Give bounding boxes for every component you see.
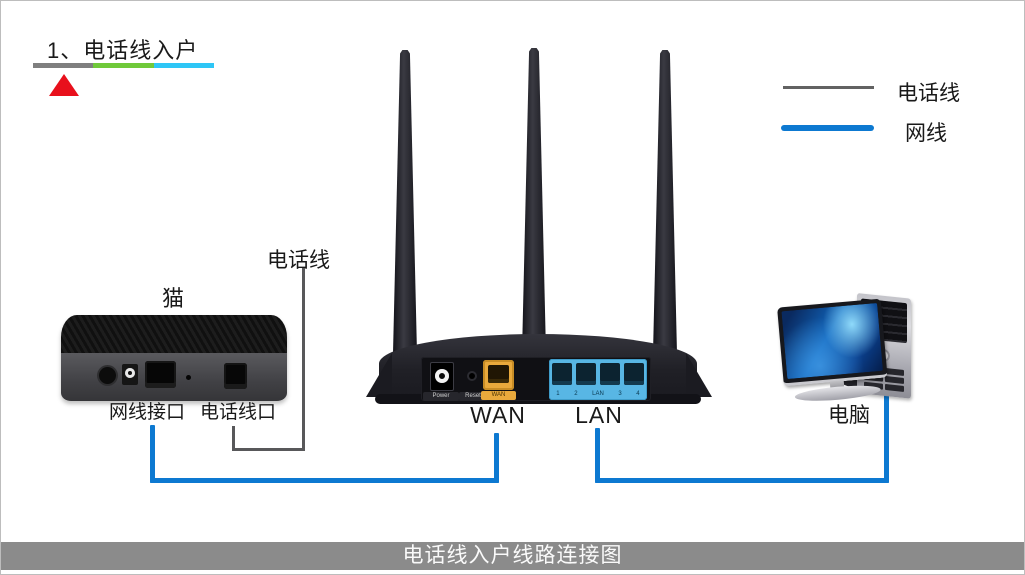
net-cable-lan-pc-horizontal <box>595 478 889 483</box>
lan-num-2: 2 <box>574 391 578 397</box>
router-reset-label: Reset <box>459 392 487 401</box>
legend-network-line-sample <box>781 125 874 131</box>
lan-num-3: 3 <box>618 391 622 397</box>
lan-num-1: 1 <box>556 391 560 397</box>
net-cable-modem-down <box>150 425 155 483</box>
router-reset-button <box>469 373 475 379</box>
modem-phone-port-label: 电话线口 <box>200 402 277 423</box>
modem-phone-port <box>224 363 247 389</box>
footer-bar: 电话线入户线路连接图 <box>1 542 1024 570</box>
progress-segment-current <box>33 63 94 68</box>
router-wan-port-label: WAN <box>481 391 516 400</box>
modem-top-texture <box>61 315 287 353</box>
modem-ethernet-port <box>145 361 176 388</box>
router-lan-port-1 <box>552 363 572 385</box>
net-cable-modem-wan-horizontal <box>150 478 499 483</box>
modem-reset-hole <box>186 375 191 380</box>
computer-label: 电脑 <box>828 404 870 427</box>
router-power-jack <box>430 362 454 391</box>
lan-label: LAN <box>575 402 623 428</box>
monitor-screen <box>781 302 883 380</box>
modem-power-jack <box>122 364 138 385</box>
computer-monitor <box>777 298 889 404</box>
legend-phone-label: 电话线 <box>897 82 960 105</box>
phone-cable-stub <box>232 426 235 451</box>
lan-num-label: LAN <box>592 391 604 397</box>
legend-phone-line-sample <box>783 86 874 89</box>
router-lan-port-4 <box>624 363 644 385</box>
phone-cable-vertical <box>302 268 305 451</box>
modem-label: 猫 <box>161 286 184 311</box>
router-wan-port <box>483 360 514 390</box>
router-lan-block: 1 2 LAN 3 4 <box>549 359 647 400</box>
step-title: 1、电话线入户 <box>47 38 199 63</box>
net-cable-wan-up <box>494 433 499 483</box>
router-lan-port-numbers: 1 2 LAN 3 4 <box>549 390 647 398</box>
router-port-panel: Power Reset WAN 1 2 LAN 3 4 <box>421 357 651 401</box>
legend-network-label: 网线 <box>905 122 947 145</box>
modem-device <box>61 315 287 401</box>
wan-label: WAN <box>470 402 526 428</box>
net-cable-lan-down <box>595 428 600 483</box>
progress-segment-cyan <box>153 63 214 68</box>
modem-power-button <box>99 367 116 384</box>
footer-title: 电话线入户线路连接图 <box>402 544 623 567</box>
lan-num-4: 4 <box>636 391 640 397</box>
phone-cable-horizontal <box>232 448 305 451</box>
router-power-label: Power <box>423 392 459 401</box>
progress-bar <box>33 63 214 68</box>
phone-cable-label: 电话线 <box>267 249 330 272</box>
modem-net-port-label: 网线接口 <box>109 402 186 423</box>
progress-segment-green <box>93 63 154 68</box>
step-marker-triangle-icon <box>49 74 79 96</box>
router-lan-port-2 <box>576 363 596 385</box>
net-cable-pc-up <box>884 389 889 483</box>
router-lan-port-3 <box>600 363 620 385</box>
